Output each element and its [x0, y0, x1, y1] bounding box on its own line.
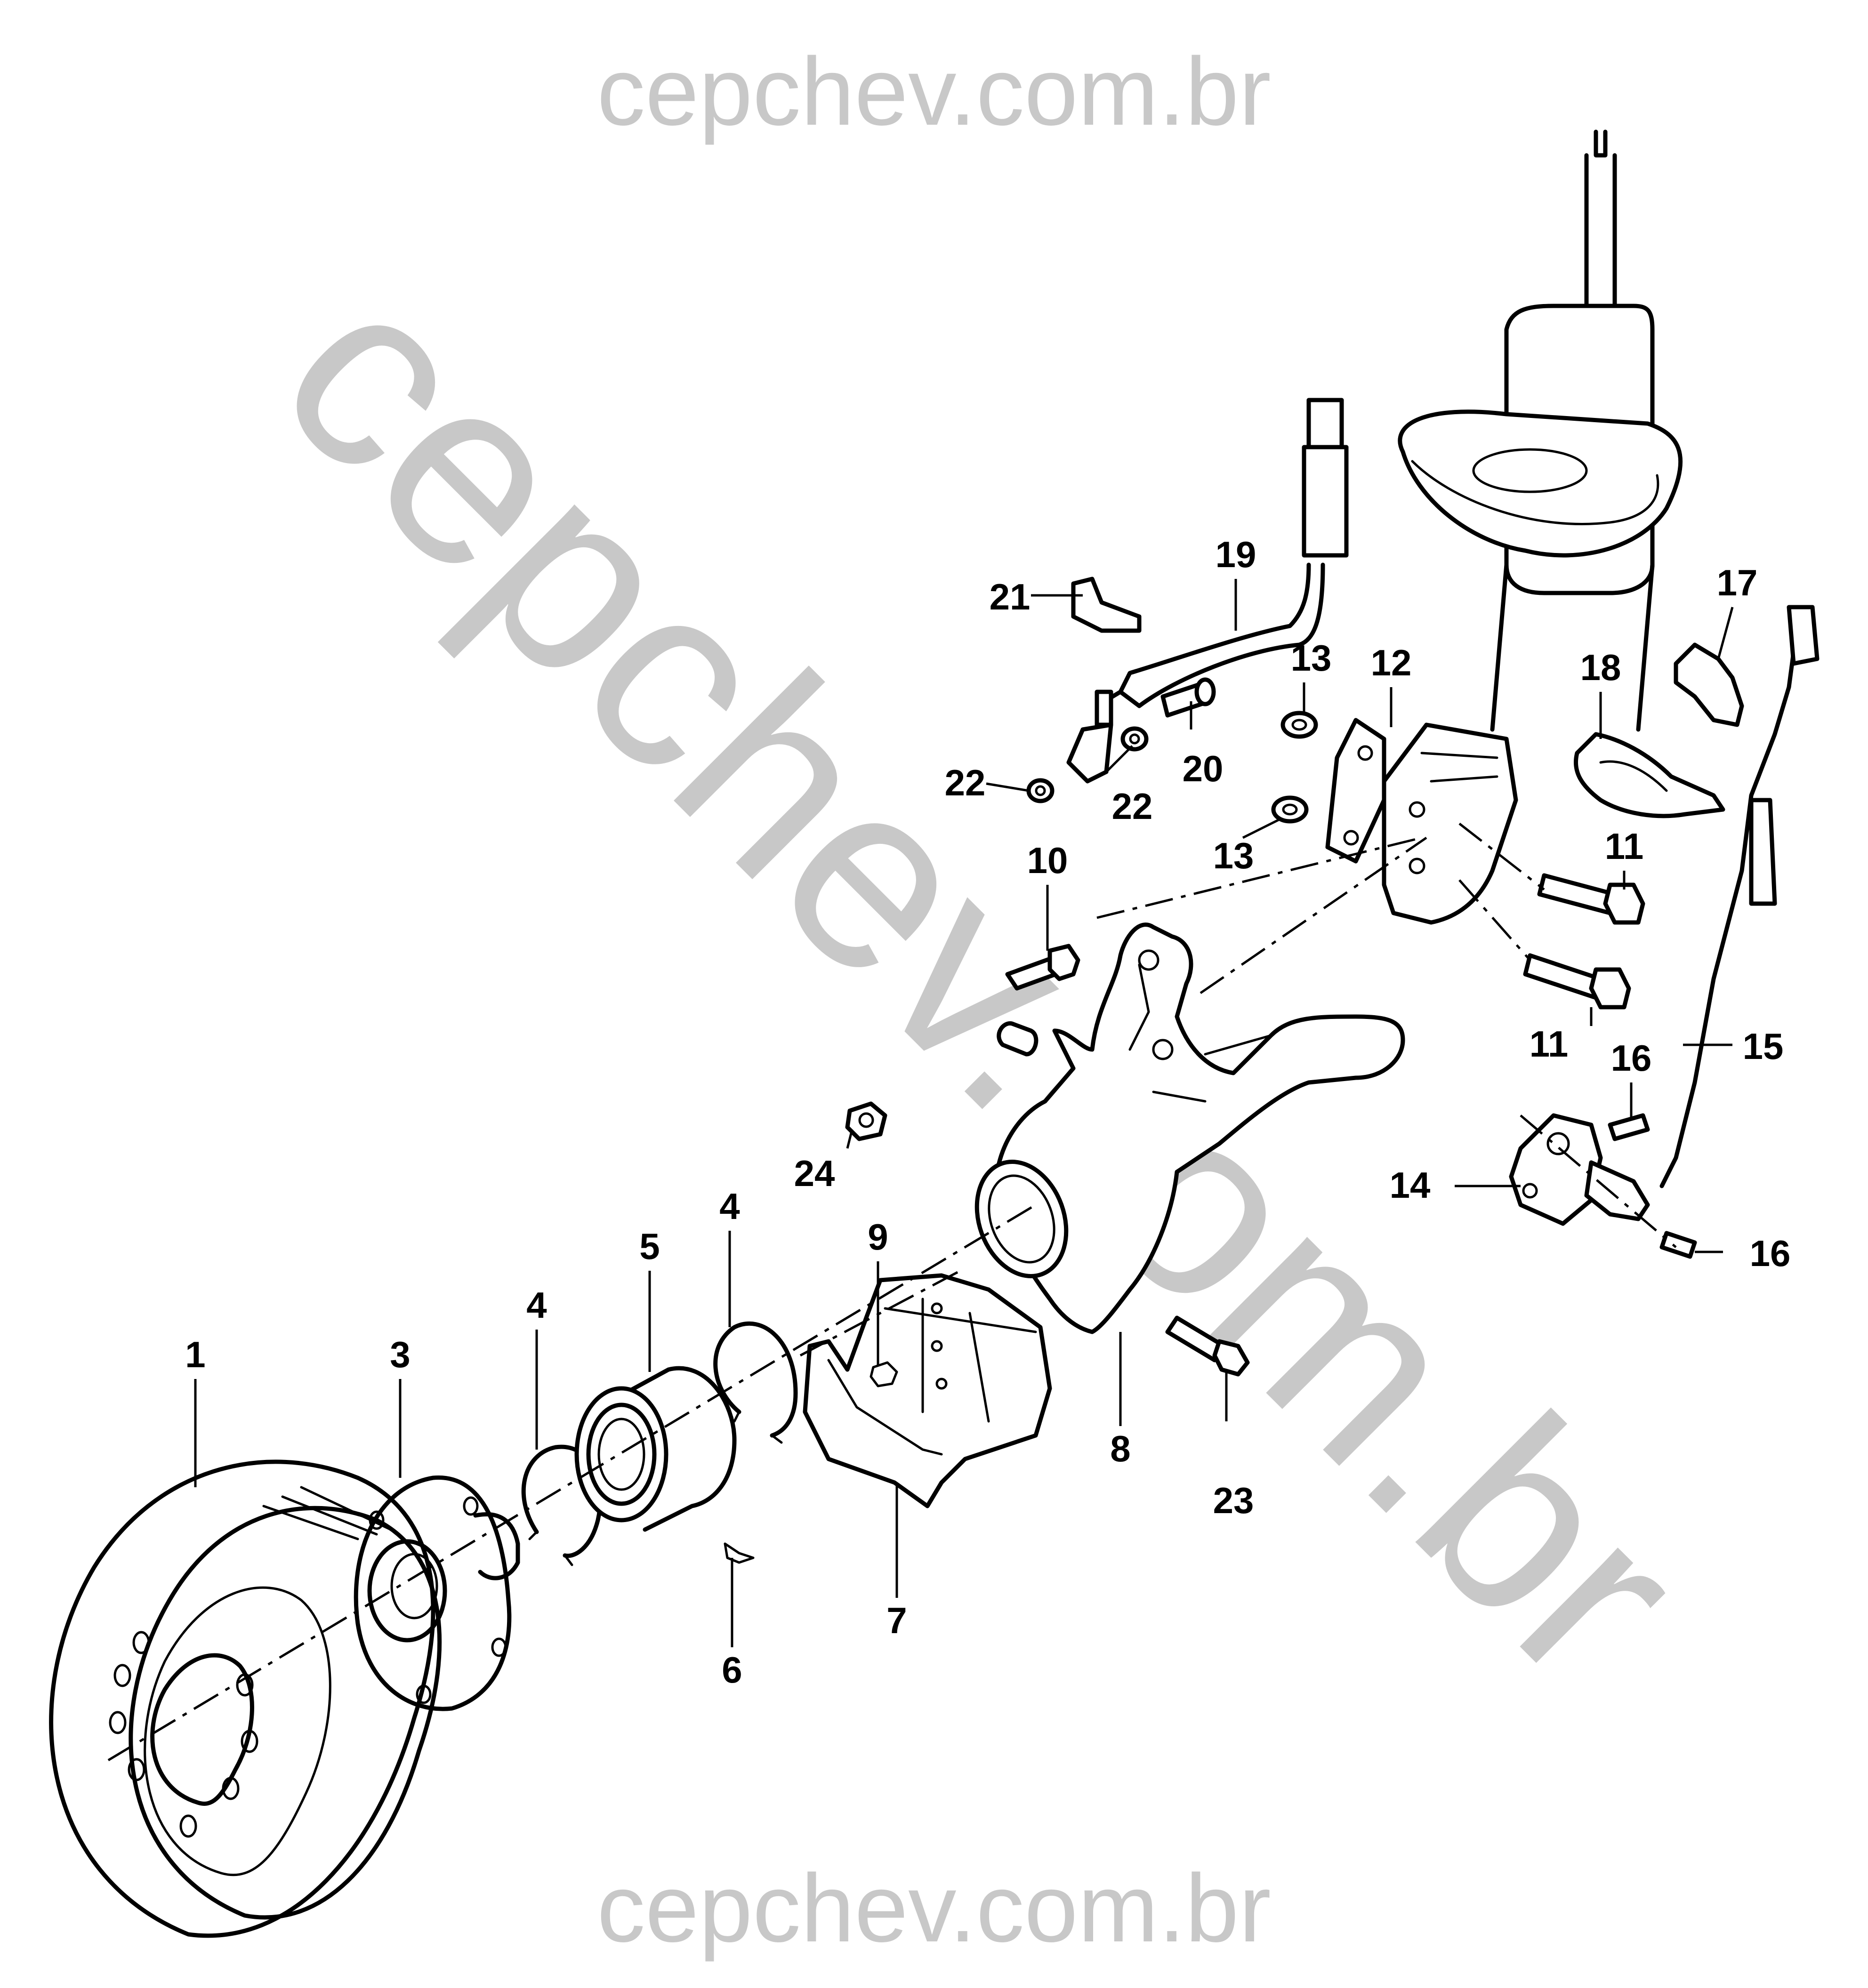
- knuckle-bolt-10: [1005, 944, 1080, 991]
- sensor-clip-17: [1674, 642, 1744, 727]
- assembly-axis-bolt: [1458, 823, 1545, 961]
- callout-11-bottom: 11: [1530, 1023, 1568, 1065]
- sensor-bracket-18: [1573, 732, 1725, 818]
- callout-13-top: 13: [1291, 637, 1332, 679]
- callout-3: 3: [390, 1334, 410, 1375]
- wheel-hub: [354, 1475, 520, 1711]
- callout-4-right: 4: [719, 1186, 740, 1227]
- callout-12: 12: [1371, 642, 1412, 683]
- hose-clip-21: [1071, 577, 1142, 633]
- callout-4-left: 4: [526, 1284, 547, 1326]
- brake-disc: [49, 1459, 442, 1938]
- snap-ring-right: [713, 1321, 798, 1444]
- watermark-top: cepchev.com.br: [597, 38, 1271, 145]
- callout-21: 21: [990, 576, 1031, 617]
- sensor-screw-16-top: [1608, 1113, 1650, 1141]
- callout-16-top: 16: [1611, 1037, 1652, 1079]
- assembly-axis-main: [107, 1203, 1037, 1762]
- assembly-axis-sensor: [1520, 1114, 1677, 1248]
- washer-13-top: [1280, 711, 1318, 739]
- abs-sensor-wire: [1659, 605, 1820, 1188]
- callout-23: 23: [1213, 1480, 1254, 1521]
- callout-16-bottom: 16: [1750, 1233, 1791, 1274]
- wheel-bearing: [574, 1366, 737, 1532]
- steering-knuckle: [974, 922, 1405, 1334]
- knuckle-bolt-23: [1165, 1315, 1250, 1377]
- callout-labels: 1 3 4 5 4 6 7 8 9 10 11 11 12 13 13 14 1…: [185, 534, 1790, 1691]
- splash-shield: [803, 1273, 1052, 1508]
- callout-22-right: 22: [1112, 786, 1153, 827]
- callout-24: 24: [794, 1153, 835, 1194]
- callout-9: 9: [868, 1216, 888, 1258]
- callout-14: 14: [1390, 1164, 1431, 1206]
- washer-22-right: [1120, 726, 1149, 752]
- callout-19: 19: [1216, 534, 1256, 575]
- callout-5: 5: [639, 1226, 660, 1267]
- callout-11-top: 11: [1605, 826, 1643, 867]
- disc-bolt-holes: [109, 1631, 258, 1838]
- callout-22-left: 22: [945, 762, 986, 803]
- strut-assembly: [1382, 129, 1683, 925]
- brake-hose: [1066, 398, 1349, 784]
- callout-18: 18: [1580, 647, 1621, 688]
- callout-8: 8: [1110, 1428, 1130, 1469]
- callout-1: 1: [185, 1334, 205, 1375]
- callout-13-bottom: 13: [1213, 835, 1254, 876]
- watermark-bottom: cepchev.com.br: [597, 1854, 1271, 1962]
- clip: [724, 1542, 755, 1564]
- callout-20: 20: [1183, 748, 1224, 789]
- callout-6: 6: [722, 1649, 742, 1691]
- assembly-axis-shield: [799, 1269, 961, 1357]
- strut-bolt-11-bottom: [1523, 953, 1631, 1010]
- callout-17: 17: [1717, 562, 1758, 603]
- assembly-axis-strut-1: [1096, 836, 1422, 919]
- sensor-screw-16-bottom: [1659, 1231, 1697, 1259]
- shield-bolt: [870, 1361, 898, 1387]
- nut-24: [845, 1101, 887, 1141]
- washer-22-left: [1026, 778, 1055, 803]
- banjo-bolt-20: [1160, 677, 1216, 718]
- callout-7: 7: [886, 1600, 907, 1641]
- callout-15: 15: [1743, 1026, 1784, 1067]
- strut-bolt-11-top: [1537, 873, 1645, 925]
- assembly-axis-strut-2: [1200, 836, 1427, 994]
- washer-13-bottom: [1271, 795, 1309, 824]
- callout-10: 10: [1027, 840, 1068, 881]
- brake-hose-bracket: [1325, 718, 1386, 864]
- leader-lines: [194, 579, 1734, 1647]
